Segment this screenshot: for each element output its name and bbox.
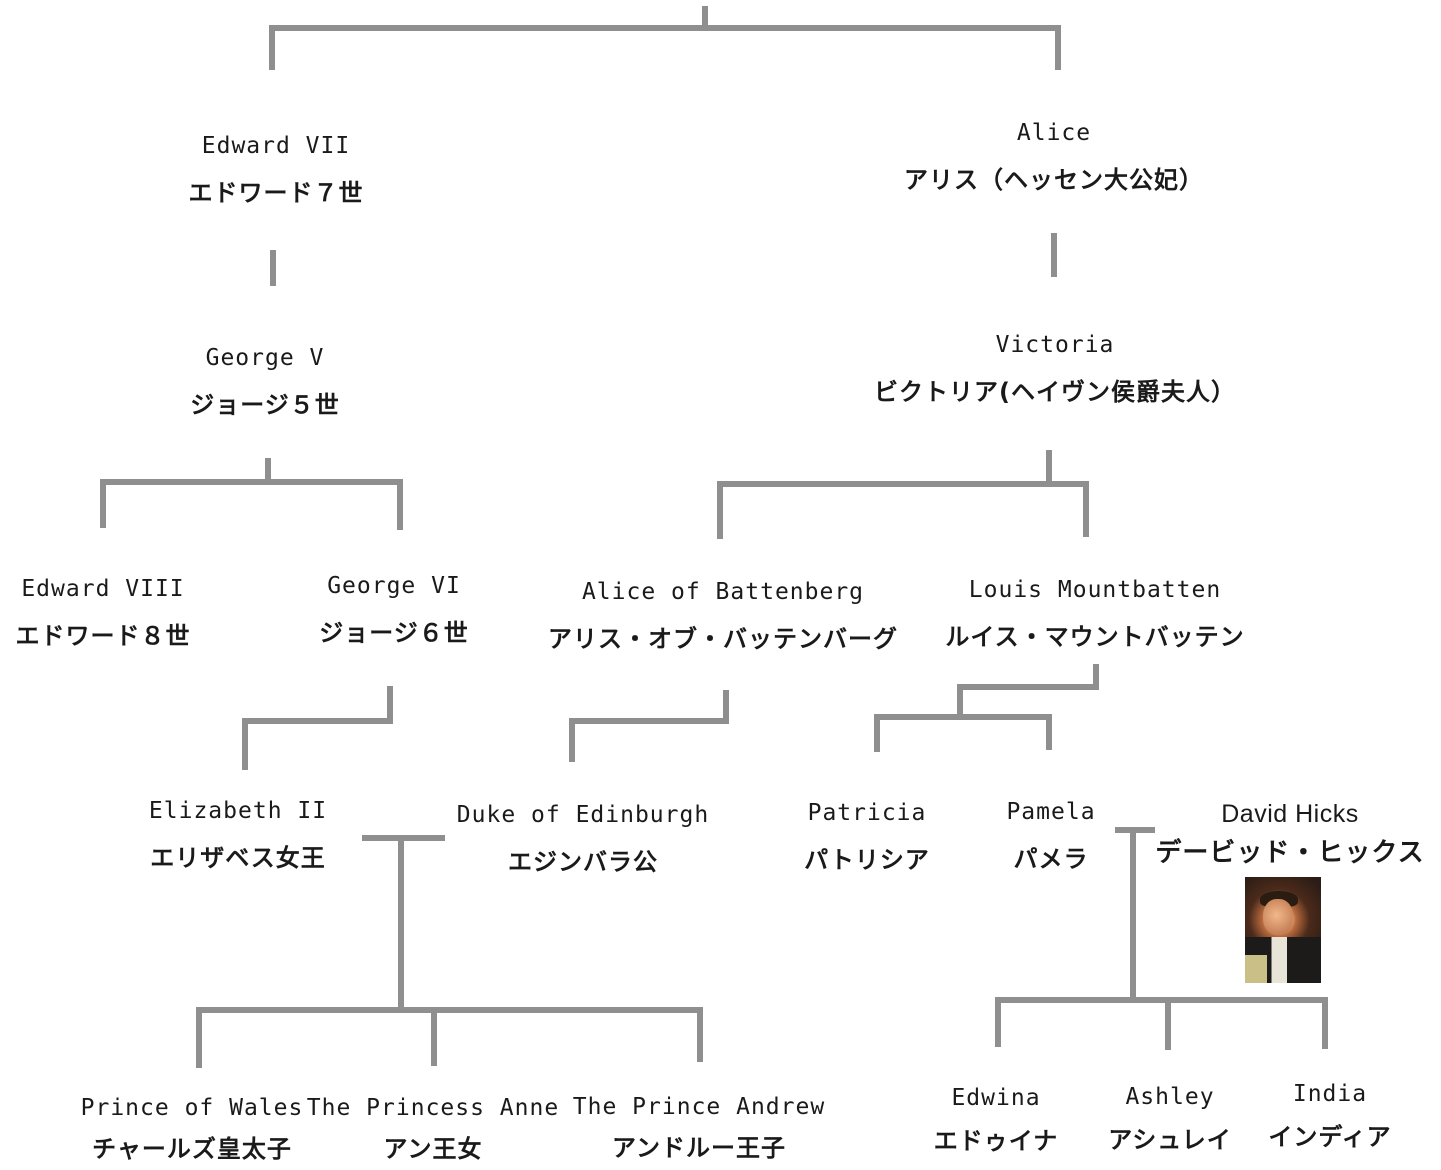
person-elizabeth-ii: Elizabeth II エリザベス女王: [149, 797, 327, 873]
name-jp: ジョージ６世: [319, 619, 469, 647]
person-duke-of-edinburgh: Duke of Edinburgh エジンバラ公: [457, 801, 709, 877]
name-jp: チャールズ皇太子: [92, 1135, 292, 1163]
portrait-photo: [1245, 877, 1321, 983]
name-jp: エリザベス女王: [150, 844, 326, 872]
name-jp: アン王女: [383, 1135, 483, 1163]
connector-alice-duke: [569, 690, 729, 762]
person-ashley: Ashley アシュレイ: [1108, 1083, 1232, 1155]
name-en: Alice of Battenberg: [581, 579, 865, 605]
name-en: Prince of Wales: [80, 1095, 304, 1121]
name-jp: デービッド・ヒックス: [1155, 838, 1425, 868]
person-edward-viii: Edward VIII エドワード８世: [16, 575, 191, 651]
person-george-vi: George VI ジョージ６世: [319, 572, 469, 648]
connector-george6-elizabeth: [242, 686, 393, 770]
name-en: Edward VII: [201, 133, 351, 159]
person-edwina: Edwina エドゥイナ: [934, 1084, 1059, 1156]
name-jp: アリス・オブ・バッテンバーグ: [548, 625, 898, 653]
person-louis-mountbatten: Louis Mountbatten ルイス・マウントバッテン: [945, 576, 1244, 652]
connector-root: [269, 6, 1061, 70]
name-jp: エドワード７世: [188, 179, 364, 207]
connector-pamela-children: [995, 827, 1328, 1050]
person-victoria: Victoria ビクトリア(ヘイヴン侯爵夫人）: [874, 331, 1236, 407]
name-en: Ashley: [1125, 1084, 1215, 1110]
name-en: Victoria: [995, 332, 1115, 358]
person-pamela: Pamela パメラ: [1006, 798, 1095, 874]
name-en: Patricia: [807, 800, 927, 826]
connector-louis-children: [874, 664, 1099, 752]
name-jp: パメラ: [1013, 845, 1089, 873]
name-jp: ルイス・マウントバッテン: [945, 623, 1245, 651]
name-en: The Prince Andrew: [572, 1094, 826, 1120]
name-jp: エドワード８世: [15, 622, 191, 650]
name-en: Edward VIII: [21, 576, 185, 602]
person-prince-of-wales: Prince of Wales チャールズ皇太子: [81, 1094, 304, 1164]
name-en: Alice: [1016, 120, 1092, 146]
name-jp: パトリシア: [804, 846, 930, 874]
person-india: India インディア: [1268, 1080, 1391, 1152]
connector-george5-children: [100, 458, 403, 530]
name-en: Pamela: [1006, 799, 1096, 825]
name-jp: アシュレイ: [1108, 1126, 1232, 1154]
person-edward-vii: Edward VII エドワード７世: [189, 132, 364, 208]
person-alice-of-battenberg: Alice of Battenberg アリス・オブ・バッテンバーグ: [548, 578, 898, 654]
name-jp: アンドルー王子: [611, 1134, 787, 1162]
name-en: The Princess Anne: [306, 1095, 560, 1121]
name-jp: インディア: [1268, 1123, 1392, 1151]
name-en: Elizabeth II: [148, 798, 328, 824]
name-en: David Hicks: [1221, 800, 1359, 828]
name-en: Edwina: [951, 1085, 1041, 1111]
person-david-hicks: David Hicks デービッド・ヒックス: [1155, 800, 1424, 868]
person-princess-anne: The Princess Anne アン王女: [307, 1094, 559, 1164]
person-george-v: George V ジョージ５世: [190, 344, 340, 420]
name-jp: エドゥイナ: [933, 1127, 1059, 1155]
person-prince-andrew: The Prince Andrew アンドルー王子: [573, 1093, 825, 1163]
name-en: Louis Mountbatten: [968, 577, 1222, 603]
name-jp: アリス（ヘッセン大公妃）: [904, 166, 1204, 194]
name-jp: ジョージ５世: [190, 391, 340, 419]
name-en: India: [1292, 1081, 1368, 1107]
name-en: George V: [205, 345, 325, 371]
person-patricia: Patricia パトリシア: [804, 799, 930, 875]
name-en: George VI: [327, 573, 461, 599]
connector-elizabeth-children: [196, 835, 703, 1068]
name-jp: ビクトリア(ヘイヴン侯爵夫人）: [874, 378, 1236, 406]
name-jp: エジンバラ公: [508, 848, 658, 876]
person-alice: Alice アリス（ヘッセン大公妃）: [904, 119, 1204, 195]
connector-victoria-children: [717, 450, 1089, 539]
name-en: Duke of Edinburgh: [456, 802, 710, 828]
